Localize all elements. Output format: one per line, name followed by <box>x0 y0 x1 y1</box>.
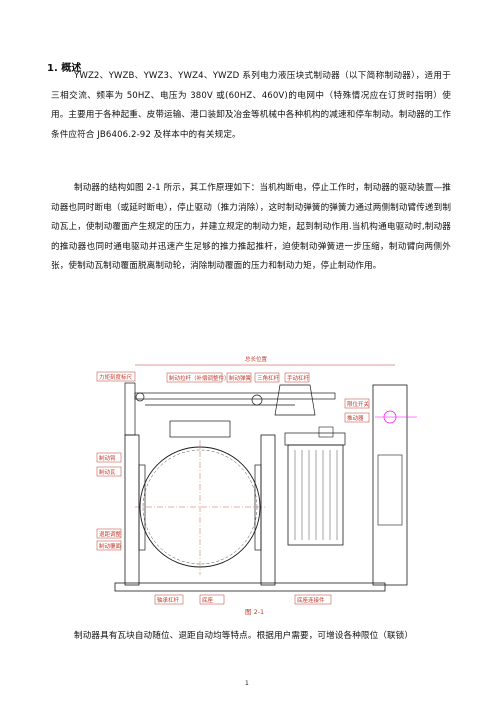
paragraph-overview: YWZ2、YWZB、YWZ3、YWZ4、YWZD 系列电力液压块式制动器（以下简… <box>51 71 451 140</box>
label-brake-shoe: 制动瓦 <box>99 468 116 476</box>
paragraph-features: 制动器具有瓦块自动随位、退距自动均等特点。根据用户需要，可增设各种限位（联锁） <box>74 631 414 641</box>
label-base-connector: 底座连接件 <box>297 596 325 604</box>
figure-caption: 图 2-1 <box>245 608 264 616</box>
label-limit-switch: 限位开关 <box>347 400 370 408</box>
label-brake-arm: 制动臂 <box>99 454 116 462</box>
label-triangle-lever: 三角杠杆 <box>257 374 280 382</box>
label-spring: 制动弹簧 <box>229 374 252 382</box>
label-pusher: 推动器 <box>347 414 364 422</box>
brake-drawing-figure: 总长位置 力矩刻度标尺 制动臂 制动瓦 退距调整 制动覆面 制动拉杆（补偿调整件… <box>96 355 417 616</box>
section-heading: 1. 概述 <box>47 63 82 74</box>
label-top: 总长位置 <box>245 355 268 363</box>
paragraph-principle: 制动器的结构如图 2-1 所示，其工作原理如下：当机构断电，停止工作时，制动器的… <box>51 183 452 272</box>
page-number: 1 <box>245 680 249 687</box>
label-bearing-lever: 轴承杠杆 <box>157 596 180 604</box>
label-torque-scale: 力矩刻度标尺 <box>99 373 133 381</box>
label-arm-adjust: 制动拉杆（补偿调整件） <box>169 374 230 382</box>
label-pivot: 退距调整 <box>99 530 122 538</box>
label-base: 底座 <box>202 596 214 604</box>
label-lining: 制动覆面 <box>99 542 122 550</box>
label-hand-lever: 手动杠杆 <box>287 374 310 382</box>
